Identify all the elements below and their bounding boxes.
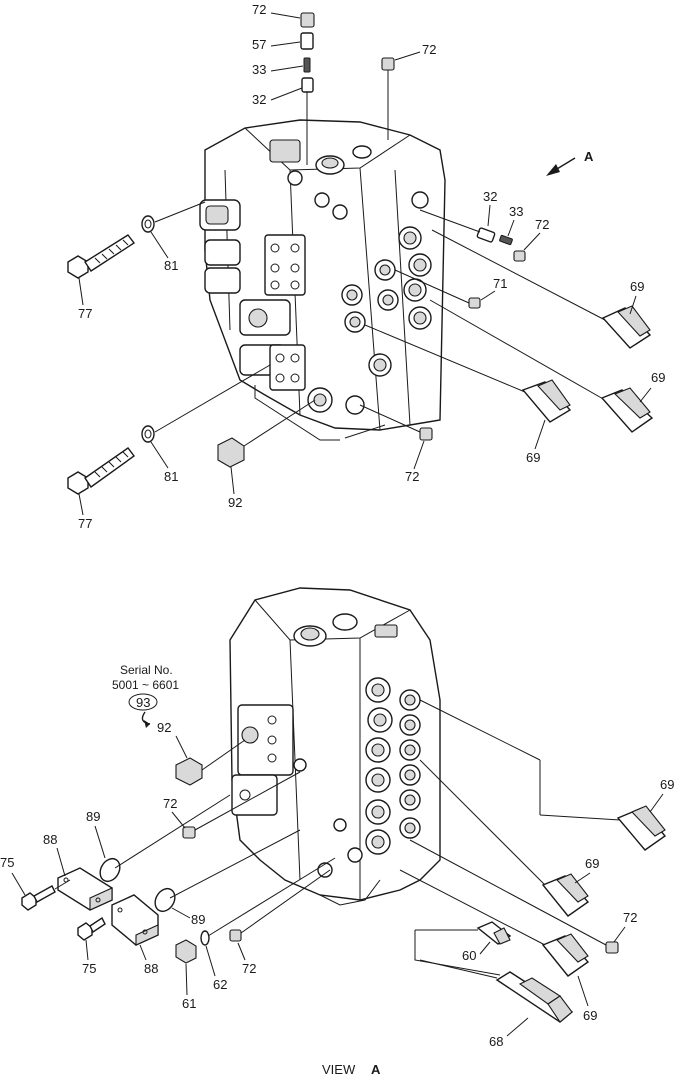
view-caption-letter: A <box>371 1062 381 1077</box>
view-a-arrow <box>546 157 576 176</box>
callout-88: 88 <box>144 961 158 976</box>
relief-valve-69-bottom-upper <box>419 699 667 851</box>
view-caption: VIEW A <box>322 1062 381 1077</box>
fitting-61-62 <box>175 857 336 964</box>
bolt-77-lower <box>67 364 271 495</box>
leader-bracket <box>414 930 501 976</box>
relief-valve-69-bottom-lower <box>399 869 590 977</box>
callout-62: 62 <box>213 977 227 992</box>
callout-72: 72 <box>163 796 177 811</box>
relief-valve-69-right-upper <box>431 229 652 349</box>
callout-93: 93 <box>136 695 150 710</box>
callout-72: 72 <box>623 910 637 925</box>
callout-88: 88 <box>43 832 57 847</box>
callout-75: 75 <box>82 961 96 976</box>
main-relief-valve-68 <box>419 959 574 1023</box>
callout-72: 72 <box>242 961 256 976</box>
callout-labels-top: 72 57 33 32 72 A 32 33 72 81 77 71 69 69… <box>78 2 665 531</box>
cover-plate-88-upper <box>21 794 231 911</box>
callout-57: 57 <box>252 37 266 52</box>
plug-92-bottom <box>175 739 246 786</box>
callout-32: 32 <box>483 189 497 204</box>
plug-72-bottom-mid <box>229 929 242 942</box>
callout-69: 69 <box>583 1008 597 1023</box>
cover-plate-88-lower <box>77 829 301 946</box>
callout-60: 60 <box>462 948 476 963</box>
callout-71: 71 <box>493 276 507 291</box>
callout-77: 77 <box>78 516 92 531</box>
callout-89: 89 <box>86 809 100 824</box>
right-plug-stack <box>419 209 526 262</box>
top-plug-stack <box>300 12 315 165</box>
relief-valve-69-middle <box>364 324 572 423</box>
callout-61: 61 <box>182 996 196 1011</box>
callout-69: 69 <box>651 370 665 385</box>
plug-72-top-right <box>381 57 395 140</box>
callout-75: 75 <box>0 855 14 870</box>
callout-69: 69 <box>585 856 599 871</box>
callout-69: 69 <box>630 279 644 294</box>
check-valve-60 <box>415 921 512 945</box>
callout-labels-bottom: Serial No. 5001 ~ 6601 93 92 69 72 89 88… <box>0 663 674 1049</box>
serial-note <box>128 693 158 728</box>
callout-32: 32 <box>252 92 266 107</box>
callout-92: 92 <box>157 720 171 735</box>
relief-valve-69-right-lower <box>429 299 654 433</box>
serial-range-label: 5001 ~ 6601 <box>112 678 179 692</box>
top-valve-assembly <box>199 119 446 441</box>
callout-72: 72 <box>405 469 419 484</box>
callout-72: 72 <box>252 2 266 17</box>
view-caption-prefix: VIEW <box>322 1062 356 1077</box>
view-a-label: A <box>584 149 594 164</box>
plug-71 <box>468 297 481 309</box>
callout-89: 89 <box>191 912 205 927</box>
callout-68: 68 <box>489 1034 503 1049</box>
bolt-77-upper <box>67 201 206 279</box>
callout-69: 69 <box>526 450 540 465</box>
plug-72-bottom-left <box>182 826 196 839</box>
relief-valve-69-bottom-middle <box>419 759 590 917</box>
callout-81: 81 <box>164 258 178 273</box>
callout-69: 69 <box>660 777 674 792</box>
callout-92: 92 <box>228 495 242 510</box>
callout-81: 81 <box>164 469 178 484</box>
callout-33: 33 <box>509 204 523 219</box>
callout-72: 72 <box>535 217 549 232</box>
plug-92-top <box>217 399 316 468</box>
bottom-valve-assembly <box>229 587 441 906</box>
callout-33: 33 <box>252 62 266 77</box>
callout-77: 77 <box>78 306 92 321</box>
serial-no-label: Serial No. <box>120 663 173 677</box>
callout-72: 72 <box>422 42 436 57</box>
plug-72-lower <box>419 427 433 441</box>
plug-72-bottom-right <box>605 941 619 954</box>
